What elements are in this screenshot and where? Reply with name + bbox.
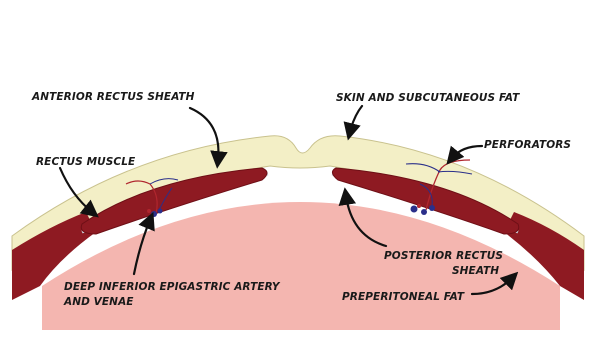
label-rectus-muscle: RECTUS MUSCLE [36, 156, 136, 168]
arrow-skin-fat [350, 106, 362, 132]
label-anterior-rectus-sheath: ANTERIOR RECTUS SHEATH [31, 91, 195, 103]
label-preperitoneal-fat: PREPERITONEAL FAT [342, 291, 465, 303]
label-perforators: PERFORATORS [484, 139, 571, 151]
label-deep-inferior-epigastric-line1: DEEP INFERIOR EPIGASTRIC ARTERY [64, 281, 281, 293]
arrow-perforators [452, 146, 482, 158]
label-deep-inferior-epigastric-line2: AND VENAE [63, 296, 134, 308]
label-posterior-rectus-sheath-line1: POSTERIOR RECTUS [384, 250, 503, 262]
label-posterior-rectus-sheath-line2: SHEATH [452, 265, 499, 277]
label-skin-subcutaneous-fat: SKIN AND SUBCUTANEOUS FAT [336, 92, 520, 104]
